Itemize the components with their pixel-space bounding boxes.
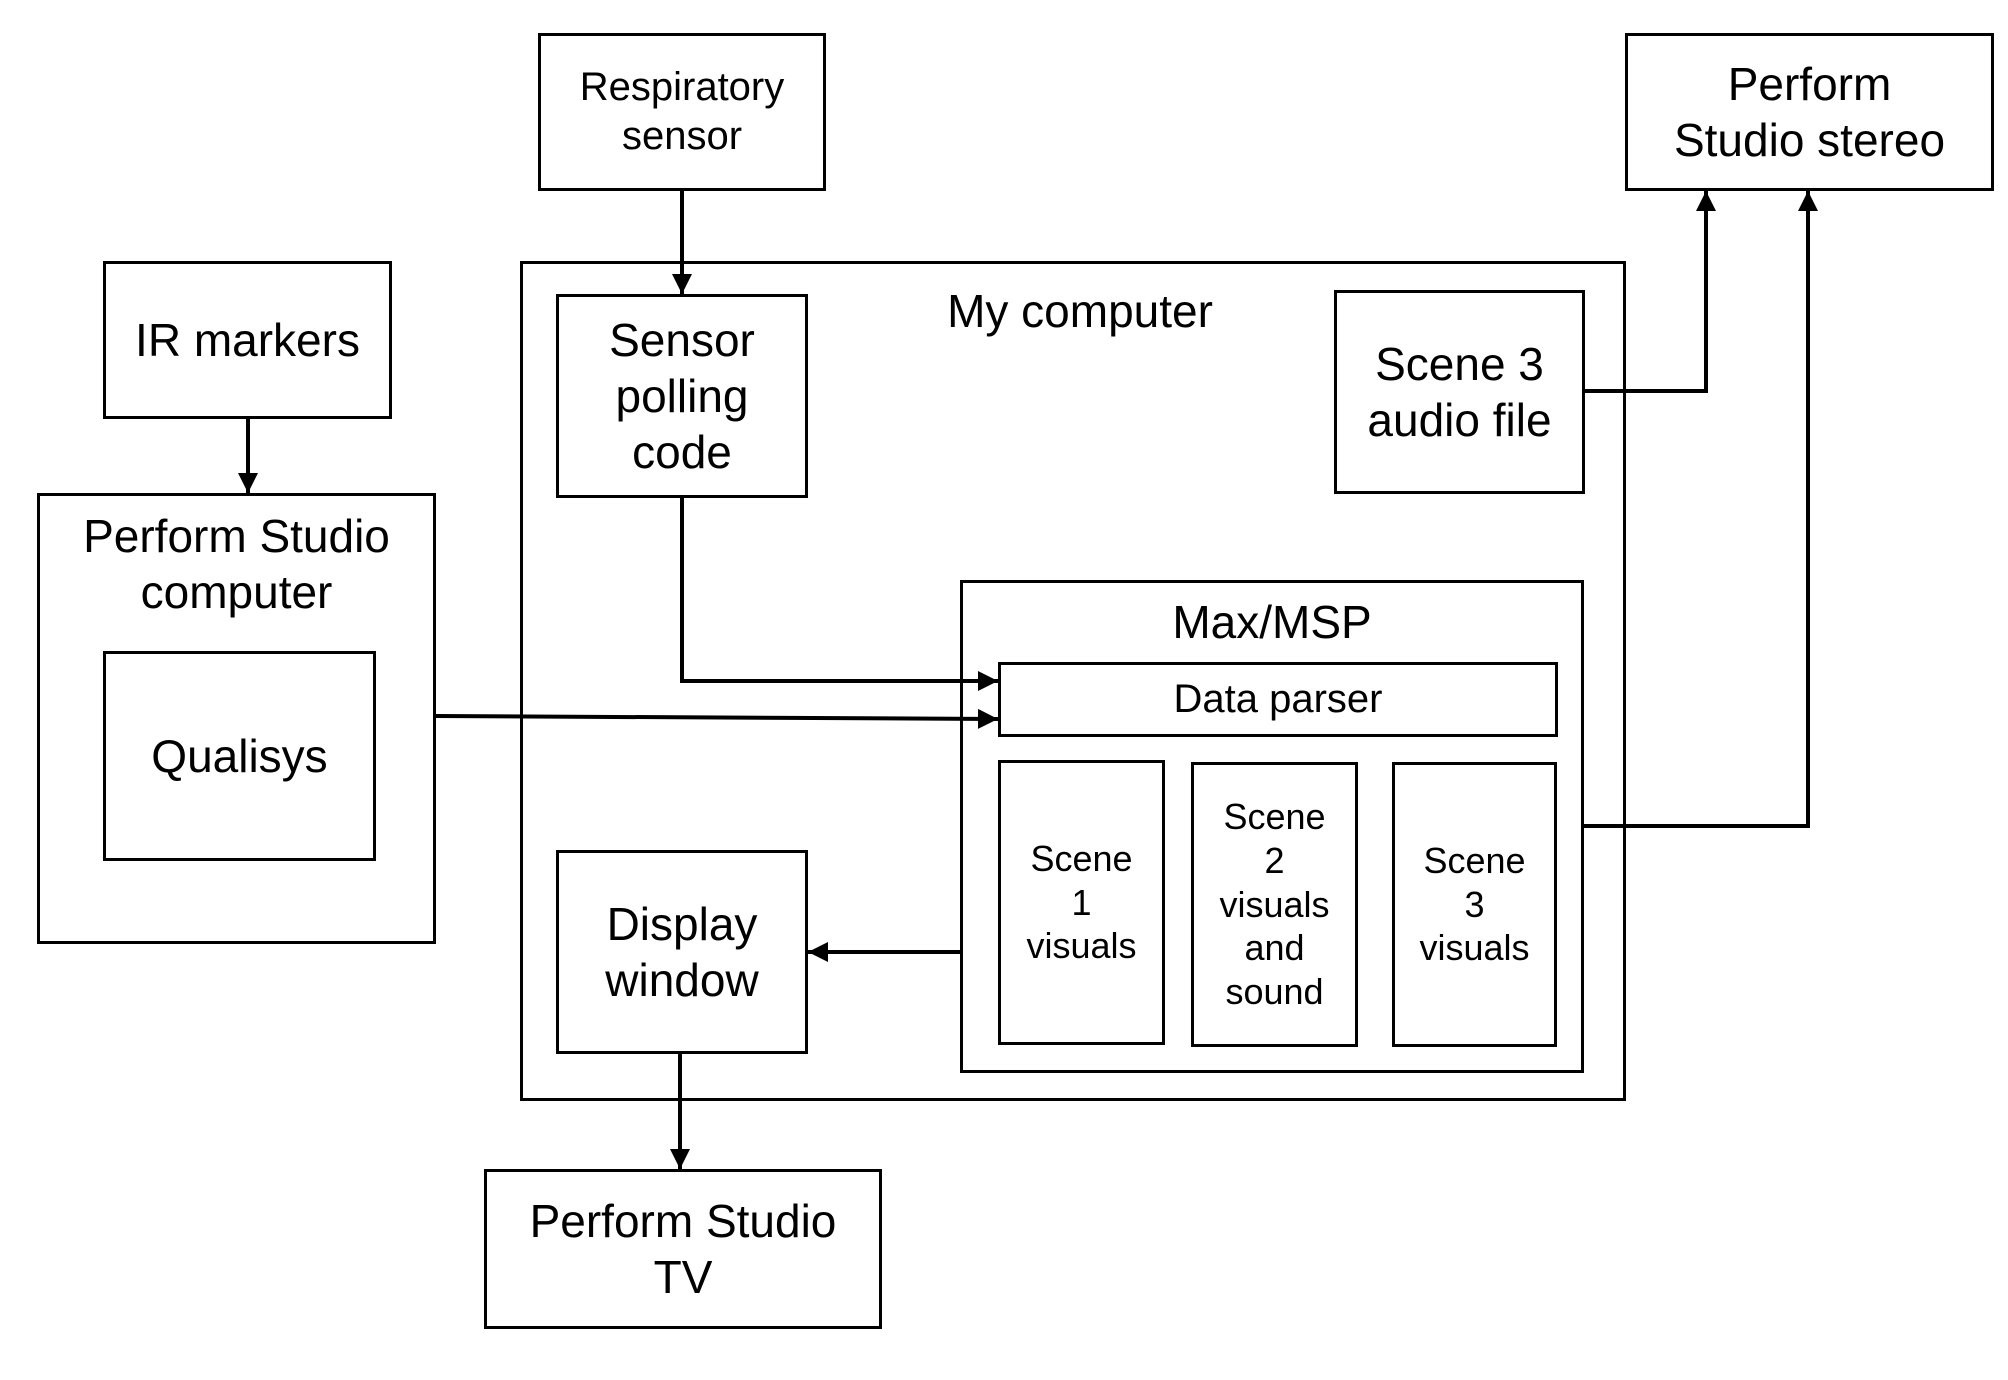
perform-studio-tv-node: Perform Studio TV bbox=[484, 1169, 882, 1329]
perform-studio-stereo-node: Perform Studio stereo bbox=[1625, 33, 1994, 191]
perform-studio-computer-box bbox=[37, 493, 436, 944]
scene1-visuals-node: Scene 1 visuals bbox=[998, 760, 1165, 1045]
scene3-audio-file-node: Scene 3 audio file bbox=[1334, 290, 1585, 494]
ir-markers-node: IR markers bbox=[103, 261, 392, 419]
scene3-visuals-node: Scene 3 visuals bbox=[1392, 762, 1557, 1047]
sensor-polling-code-node: Sensor polling code bbox=[556, 294, 808, 498]
perform-studio-computer-label: Perform Studio computer bbox=[83, 510, 390, 619]
max-msp-box bbox=[960, 580, 1584, 1073]
qualisys-node: Qualisys bbox=[103, 651, 376, 861]
my-computer-label: My computer bbox=[947, 285, 1213, 337]
scene2-visuals-and-sound-node: Scene 2 visuals and sound bbox=[1191, 762, 1358, 1047]
data-parser-node: Data parser bbox=[998, 662, 1558, 737]
respiratory-sensor-node: Respiratory sensor bbox=[538, 33, 826, 191]
display-window-node: Display window bbox=[556, 850, 808, 1054]
max-msp-label: Max/MSP bbox=[1172, 596, 1372, 648]
